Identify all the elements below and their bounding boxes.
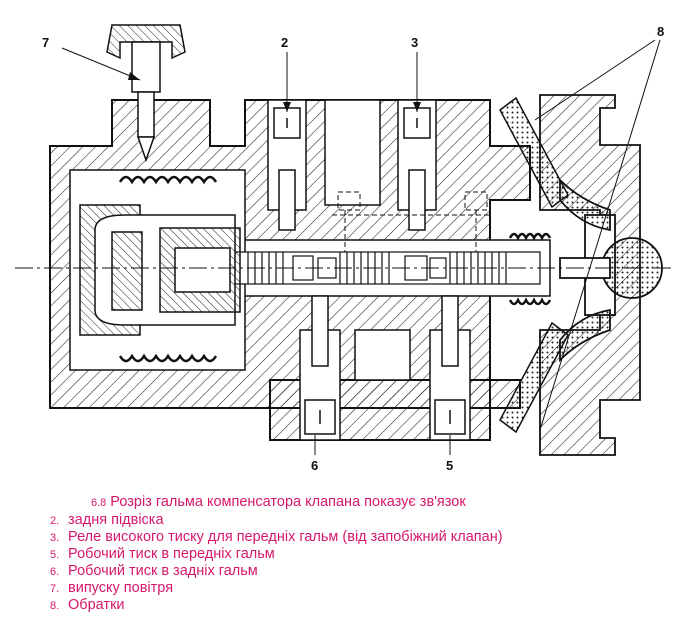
caption-item-text: Реле високого тиску для передніх гальм (… xyxy=(68,529,503,545)
callout-6: 6 xyxy=(311,458,318,473)
caption-item-text: випуску повітря xyxy=(68,580,174,596)
caption-item-number: 3. xyxy=(50,532,60,544)
callout-arrows xyxy=(128,72,421,112)
caption-item-number: 2. xyxy=(50,515,60,527)
caption-item-text: Робочий тиск в задніх гальм xyxy=(68,563,258,579)
callout-5: 5 xyxy=(446,458,453,473)
callout-2: 2 xyxy=(281,35,288,50)
caption-title-text: Розріз гальма компенсатора клапана показ… xyxy=(110,494,466,510)
bleed-screw xyxy=(106,24,186,163)
caption-item-text: Обратки xyxy=(68,597,125,613)
callout-7: 7 xyxy=(42,35,49,50)
valve-cross-section-diagram: 7 2 3 8 6 5 xyxy=(15,24,672,473)
right-end-housing xyxy=(539,94,663,456)
caption-item: 7. випуску повітря xyxy=(50,580,670,597)
caption-item: 6. Робочий тиск в задніх гальм xyxy=(50,563,670,580)
caption-item: 3. Реле високого тиску для передніх галь… xyxy=(50,529,670,546)
port-fittings-top xyxy=(273,107,431,231)
caption-item: 8. Обратки xyxy=(50,597,670,614)
caption-item-number: 7. xyxy=(50,583,60,595)
callout-leaders xyxy=(61,39,661,455)
callout-8: 8 xyxy=(657,24,664,39)
caption-item-text: задня підвіска xyxy=(68,512,164,528)
caption-item: 5. Робочий тиск в передніх гальм xyxy=(50,546,670,563)
caption-item-number: 8. xyxy=(50,600,60,612)
caption-item-number: 5. xyxy=(50,549,60,561)
callout-3: 3 xyxy=(411,35,418,50)
caption-item-number: 6. xyxy=(50,566,60,578)
caption-item-text: Робочий тиск в передніх гальм xyxy=(68,546,275,562)
left-piston xyxy=(94,214,241,326)
return-pipes xyxy=(499,96,569,434)
caption-title-number: 6.8 xyxy=(91,497,107,509)
springs xyxy=(118,175,552,363)
port-fittings-bottom xyxy=(304,295,466,435)
caption-item: 2. задня підвіска xyxy=(50,512,670,529)
